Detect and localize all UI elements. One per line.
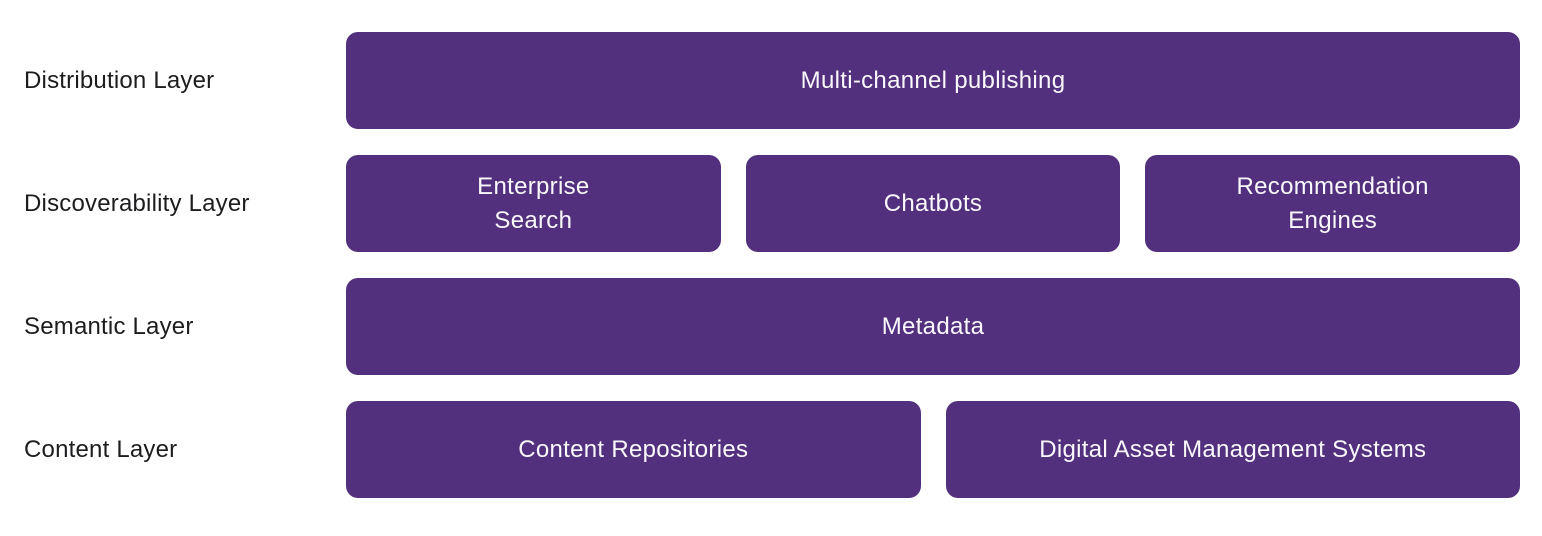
row-boxes: Multi-channel publishing [346,32,1520,129]
node-digital-asset-management-systems: Digital Asset Management Systems [945,401,1520,498]
layer-label-content: Content Layer [24,435,178,463]
node-enterprise-search: Enterprise Search [346,155,721,252]
node-content-repositories: Content Repositories [346,401,921,498]
diagram-row-content: Content Layer Content Repositories Digit… [0,401,1542,498]
diagram-row-distribution: Distribution Layer Multi-channel publish… [0,32,1542,129]
layer-label-semantic: Semantic Layer [24,312,194,340]
diagram-row-discoverability: Discoverability Layer Enterprise Search … [0,155,1542,252]
row-boxes: Content Repositories Digital Asset Manag… [346,401,1520,498]
node-chatbots: Chatbots [745,155,1121,252]
row-boxes: Metadata [346,278,1520,375]
node-multi-channel-publishing: Multi-channel publishing [346,32,1520,129]
diagram-row-semantic: Semantic Layer Metadata [0,278,1542,375]
node-metadata: Metadata [346,278,1520,375]
layer-label-distribution: Distribution Layer [24,66,215,94]
row-boxes: Enterprise Search Chatbots Recommendatio… [346,155,1521,252]
layer-label-discoverability: Discoverability Layer [24,189,250,217]
node-recommendation-engines: Recommendation Engines [1145,155,1521,252]
